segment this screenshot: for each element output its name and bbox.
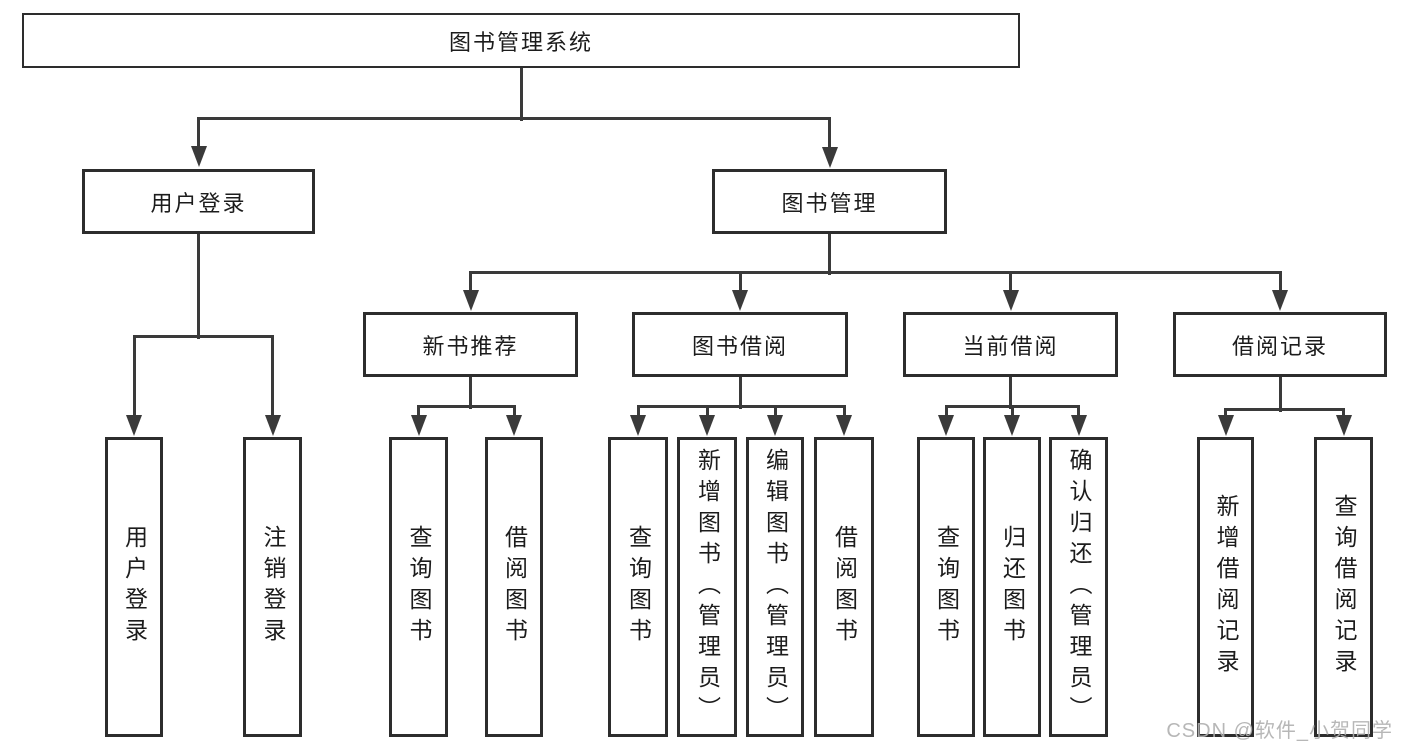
node-user-login-branch: 用户登录: [82, 169, 315, 234]
csdn-watermark: CSDN @软件_小贺同学: [1166, 720, 1393, 742]
connector-vline: [469, 377, 472, 409]
node-library-management-system: 图书管理系统: [22, 13, 1020, 68]
connector-vline: [705, 406, 709, 419]
connector-vline: [828, 118, 831, 152]
connector-vline: [1077, 406, 1080, 419]
node-borrowing-records: 借阅记录: [1173, 312, 1387, 377]
connector-hline: [469, 270, 1282, 274]
leaf-bb-edit-book-admin: 编辑图书（管理员）: [746, 437, 804, 737]
leaf-cur-query-book: 查询图书: [917, 437, 975, 737]
leaf-bb-edit-book-admin-label: 编辑图书（管理员）: [762, 447, 789, 727]
leaf-add-borrow-record-label: 新增借阅记录: [1213, 494, 1239, 680]
leaf-logout-label: 注销登录: [260, 525, 286, 649]
leaf-user-login: 用户登录: [105, 437, 163, 737]
arrowhead-down-icon: [410, 415, 427, 436]
connector-vline: [132, 336, 136, 419]
connector-vline: [636, 406, 640, 419]
leaf-bb-query-book: 查询图书: [608, 437, 668, 737]
connector-vline: [1224, 409, 1227, 419]
leaf-bb-query-book-label: 查询图书: [625, 525, 652, 649]
arrowhead-down-icon: [462, 290, 479, 311]
arrowhead-down-icon: [1002, 290, 1019, 311]
leaf-cur-confirm-return-admin-label: 确认归还（管理员）: [1066, 447, 1092, 727]
leaf-bb-borrow-book-label: 借阅图书: [831, 525, 858, 649]
arrowhead-down-icon: [126, 415, 142, 436]
connector-hline: [132, 334, 274, 338]
connector-vline: [1278, 272, 1282, 294]
connector-vline: [842, 406, 846, 419]
connector-hline: [636, 404, 846, 408]
connector-vline: [1278, 377, 1282, 412]
connector-vline: [1342, 409, 1345, 419]
leaf-cur-return-book: 归还图书: [983, 437, 1041, 737]
node-current-borrowing-label: 当前借阅: [962, 333, 1059, 359]
connector-vline: [828, 234, 831, 275]
connector-vline: [417, 406, 420, 419]
connector-hline: [944, 404, 1080, 408]
leaf-cur-confirm-return-admin: 确认归还（管理员）: [1049, 437, 1108, 737]
arrowhead-down-icon: [821, 147, 838, 168]
connector-vline: [271, 336, 274, 419]
leaf-add-borrow-record: 新增借阅记录: [1197, 437, 1254, 737]
connector-vline: [944, 406, 948, 419]
connector-vline: [512, 406, 516, 419]
leaf-rec-borrow-book: 借阅图书: [485, 437, 543, 737]
connector-vline: [197, 234, 200, 339]
arrowhead-down-icon: [506, 415, 522, 436]
connector-vline: [519, 68, 523, 121]
connector-hline: [417, 404, 516, 408]
connector-vline: [738, 377, 742, 409]
arrowhead-down-icon: [836, 415, 852, 436]
connector-hline: [197, 116, 831, 120]
node-book-borrowing: 图书借阅: [632, 312, 848, 377]
connector-vline: [197, 118, 200, 150]
node-current-borrowing: 当前借阅: [903, 312, 1118, 377]
arrowhead-down-icon: [732, 290, 748, 311]
leaf-bb-add-book-admin-label: 新增图书（管理员）: [694, 447, 721, 727]
arrowhead-down-icon: [1217, 415, 1234, 436]
leaf-query-borrow-record-label: 查询借阅记录: [1331, 494, 1357, 680]
leaf-rec-query-book-label: 查询图书: [406, 525, 432, 649]
node-library-management-system-label: 图书管理系统: [448, 29, 593, 55]
arrowhead-down-icon: [767, 415, 783, 436]
leaf-user-login-label: 用户登录: [121, 525, 148, 649]
arrowhead-down-icon: [1004, 415, 1020, 436]
node-new-book-recommendation: 新书推荐: [363, 312, 578, 377]
node-new-book-recommendation-label: 新书推荐: [422, 333, 519, 359]
arrowhead-down-icon: [264, 415, 281, 436]
leaf-bb-add-book-admin: 新增图书（管理员）: [677, 437, 737, 737]
leaf-logout: 注销登录: [243, 437, 302, 737]
leaf-query-borrow-record: 查询借阅记录: [1314, 437, 1373, 737]
leaf-bb-borrow-book: 借阅图书: [814, 437, 874, 737]
node-borrowing-records-label: 借阅记录: [1231, 333, 1328, 359]
connector-vline: [773, 406, 777, 419]
arrowhead-down-icon: [1070, 415, 1087, 436]
leaf-rec-borrow-book-label: 借阅图书: [501, 525, 528, 649]
connector-hline: [1224, 407, 1345, 411]
connector-vline: [738, 272, 742, 294]
connector-vline: [1009, 377, 1012, 409]
node-book-borrowing-label: 图书借阅: [691, 333, 788, 359]
connector-vline: [1009, 272, 1012, 294]
leaf-rec-query-book: 查询图书: [389, 437, 448, 737]
node-book-management-branch: 图书管理: [712, 169, 947, 234]
leaf-cur-query-book-label: 查询图书: [933, 525, 960, 649]
connector-vline: [1010, 406, 1014, 419]
arrowhead-down-icon: [630, 415, 646, 436]
arrowhead-down-icon: [699, 415, 715, 436]
connector-vline: [469, 272, 472, 294]
arrowhead-down-icon: [190, 146, 207, 167]
leaf-cur-return-book-label: 归还图书: [999, 525, 1026, 649]
arrowhead-down-icon: [1335, 415, 1352, 436]
node-user-login-branch-label: 用户登录: [150, 190, 247, 216]
arrowhead-down-icon: [1272, 290, 1288, 311]
arrowhead-down-icon: [938, 415, 954, 436]
node-book-management-branch-label: 图书管理: [781, 190, 878, 216]
